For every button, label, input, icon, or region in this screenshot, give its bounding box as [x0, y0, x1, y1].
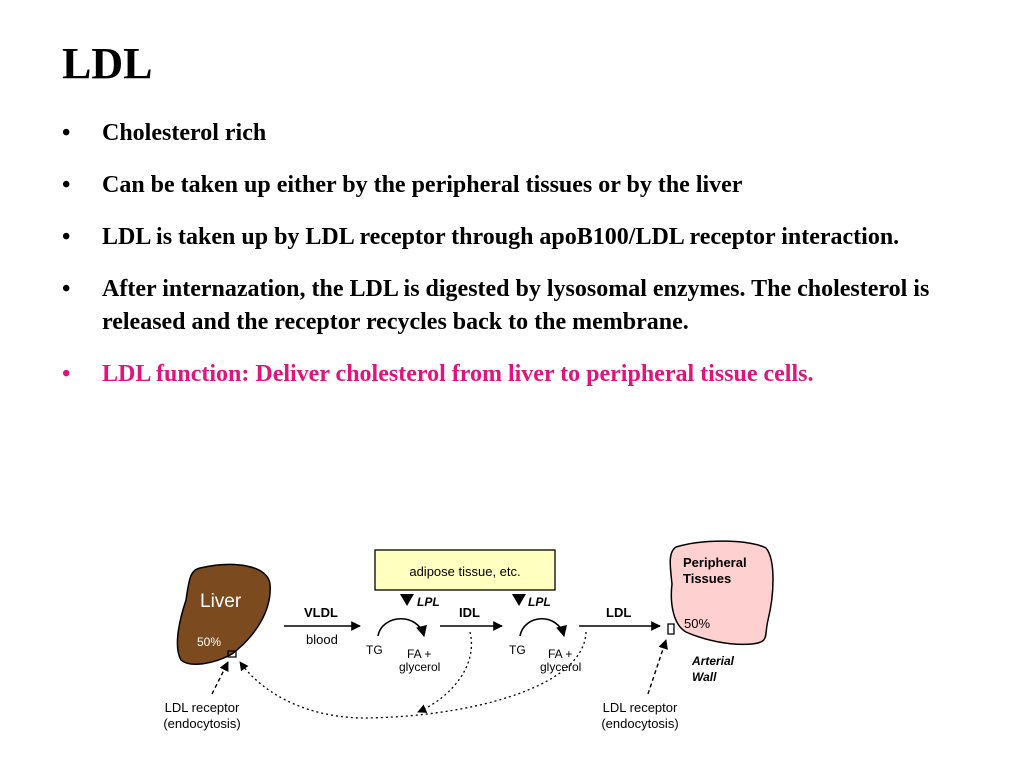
lpl-label: LPL — [528, 595, 551, 609]
bullet-item: • After internazation, the LDL is digeste… — [62, 273, 992, 339]
bullet-text: Cholesterol rich — [102, 120, 267, 146]
peripheral-receptor-sublabel: (endocytosis) — [601, 716, 678, 731]
peripheral-receptor-arrow — [647, 639, 668, 695]
bullet-item: • LDL is taken up by LDL receptor through… — [62, 221, 992, 254]
adipose-label: adipose tissue, etc. — [409, 564, 520, 579]
arterial-label: Arterial — [691, 654, 735, 668]
bullet-text: LDL is taken up by LDL receptor through … — [102, 224, 900, 250]
adipose-box — [374, 549, 556, 591]
bullet-icon: • — [62, 276, 71, 302]
peripheral-percent: 50% — [684, 616, 710, 631]
tg-hydrolysis-arrow — [377, 617, 427, 638]
idl-uptake-dotted-arrow — [417, 631, 473, 713]
tg-label: TG — [509, 643, 526, 657]
idl-label: IDL — [459, 605, 480, 620]
bullet-text: LDL function: Deliver cholesterol from l… — [102, 361, 814, 387]
liver-receptor-arrow — [211, 661, 229, 695]
bullet-item-highlighted: • LDL function: Deliver cholesterol from … — [62, 358, 992, 391]
bullet-icon: • — [62, 361, 71, 387]
bullet-icon: • — [62, 120, 71, 146]
blood-label: blood — [306, 632, 338, 647]
vldl-label: VLDL — [304, 605, 338, 620]
lpl-label: LPL — [417, 595, 440, 609]
liver-label: Liver — [200, 591, 242, 612]
fa-label: FA + — [548, 647, 572, 661]
ldl-uptake-dotted-arrow — [239, 631, 587, 719]
bullet-item: • Can be taken up either by the periphera… — [62, 169, 992, 202]
fa-label: FA + — [407, 647, 431, 661]
bullet-item: • Cholesterol rich — [62, 117, 992, 150]
bullet-list: • Cholesterol rich • Can be taken up eithe… — [62, 117, 992, 410]
peripheral-receptor-icon — [667, 623, 675, 635]
peripheral-label: Peripheral — [683, 555, 747, 570]
bullet-text: After internazation, the LDL is digested… — [102, 276, 930, 335]
bullet-icon: • — [62, 172, 71, 198]
liver-receptor-sublabel: (endocytosis) — [163, 716, 240, 731]
tg-label: TG — [366, 643, 383, 657]
bullet-text: Can be taken up either by the peripheral… — [102, 172, 743, 198]
liver-shape — [176, 563, 271, 666]
lpl-triangle-icon — [512, 594, 526, 606]
glycerol-label: glycerol — [399, 660, 440, 674]
slide-title: LDL — [62, 39, 153, 88]
glycerol-label: glycerol — [540, 660, 581, 674]
liver-percent: 50% — [197, 635, 221, 649]
liver-receptor-icon — [227, 650, 237, 658]
liver-receptor-label: LDL receptor — [165, 700, 240, 715]
tg-hydrolysis-arrow — [519, 617, 567, 638]
peripheral-receptor-label: LDL receptor — [603, 700, 678, 715]
peripheral-label: Tissues — [683, 571, 731, 586]
peripheral-tissue-shape — [669, 540, 774, 646]
lpl-triangle-icon — [400, 594, 414, 606]
arterial-label: Wall — [692, 670, 717, 684]
bullet-icon: • — [62, 224, 71, 250]
ldl-label: LDL — [606, 605, 631, 620]
